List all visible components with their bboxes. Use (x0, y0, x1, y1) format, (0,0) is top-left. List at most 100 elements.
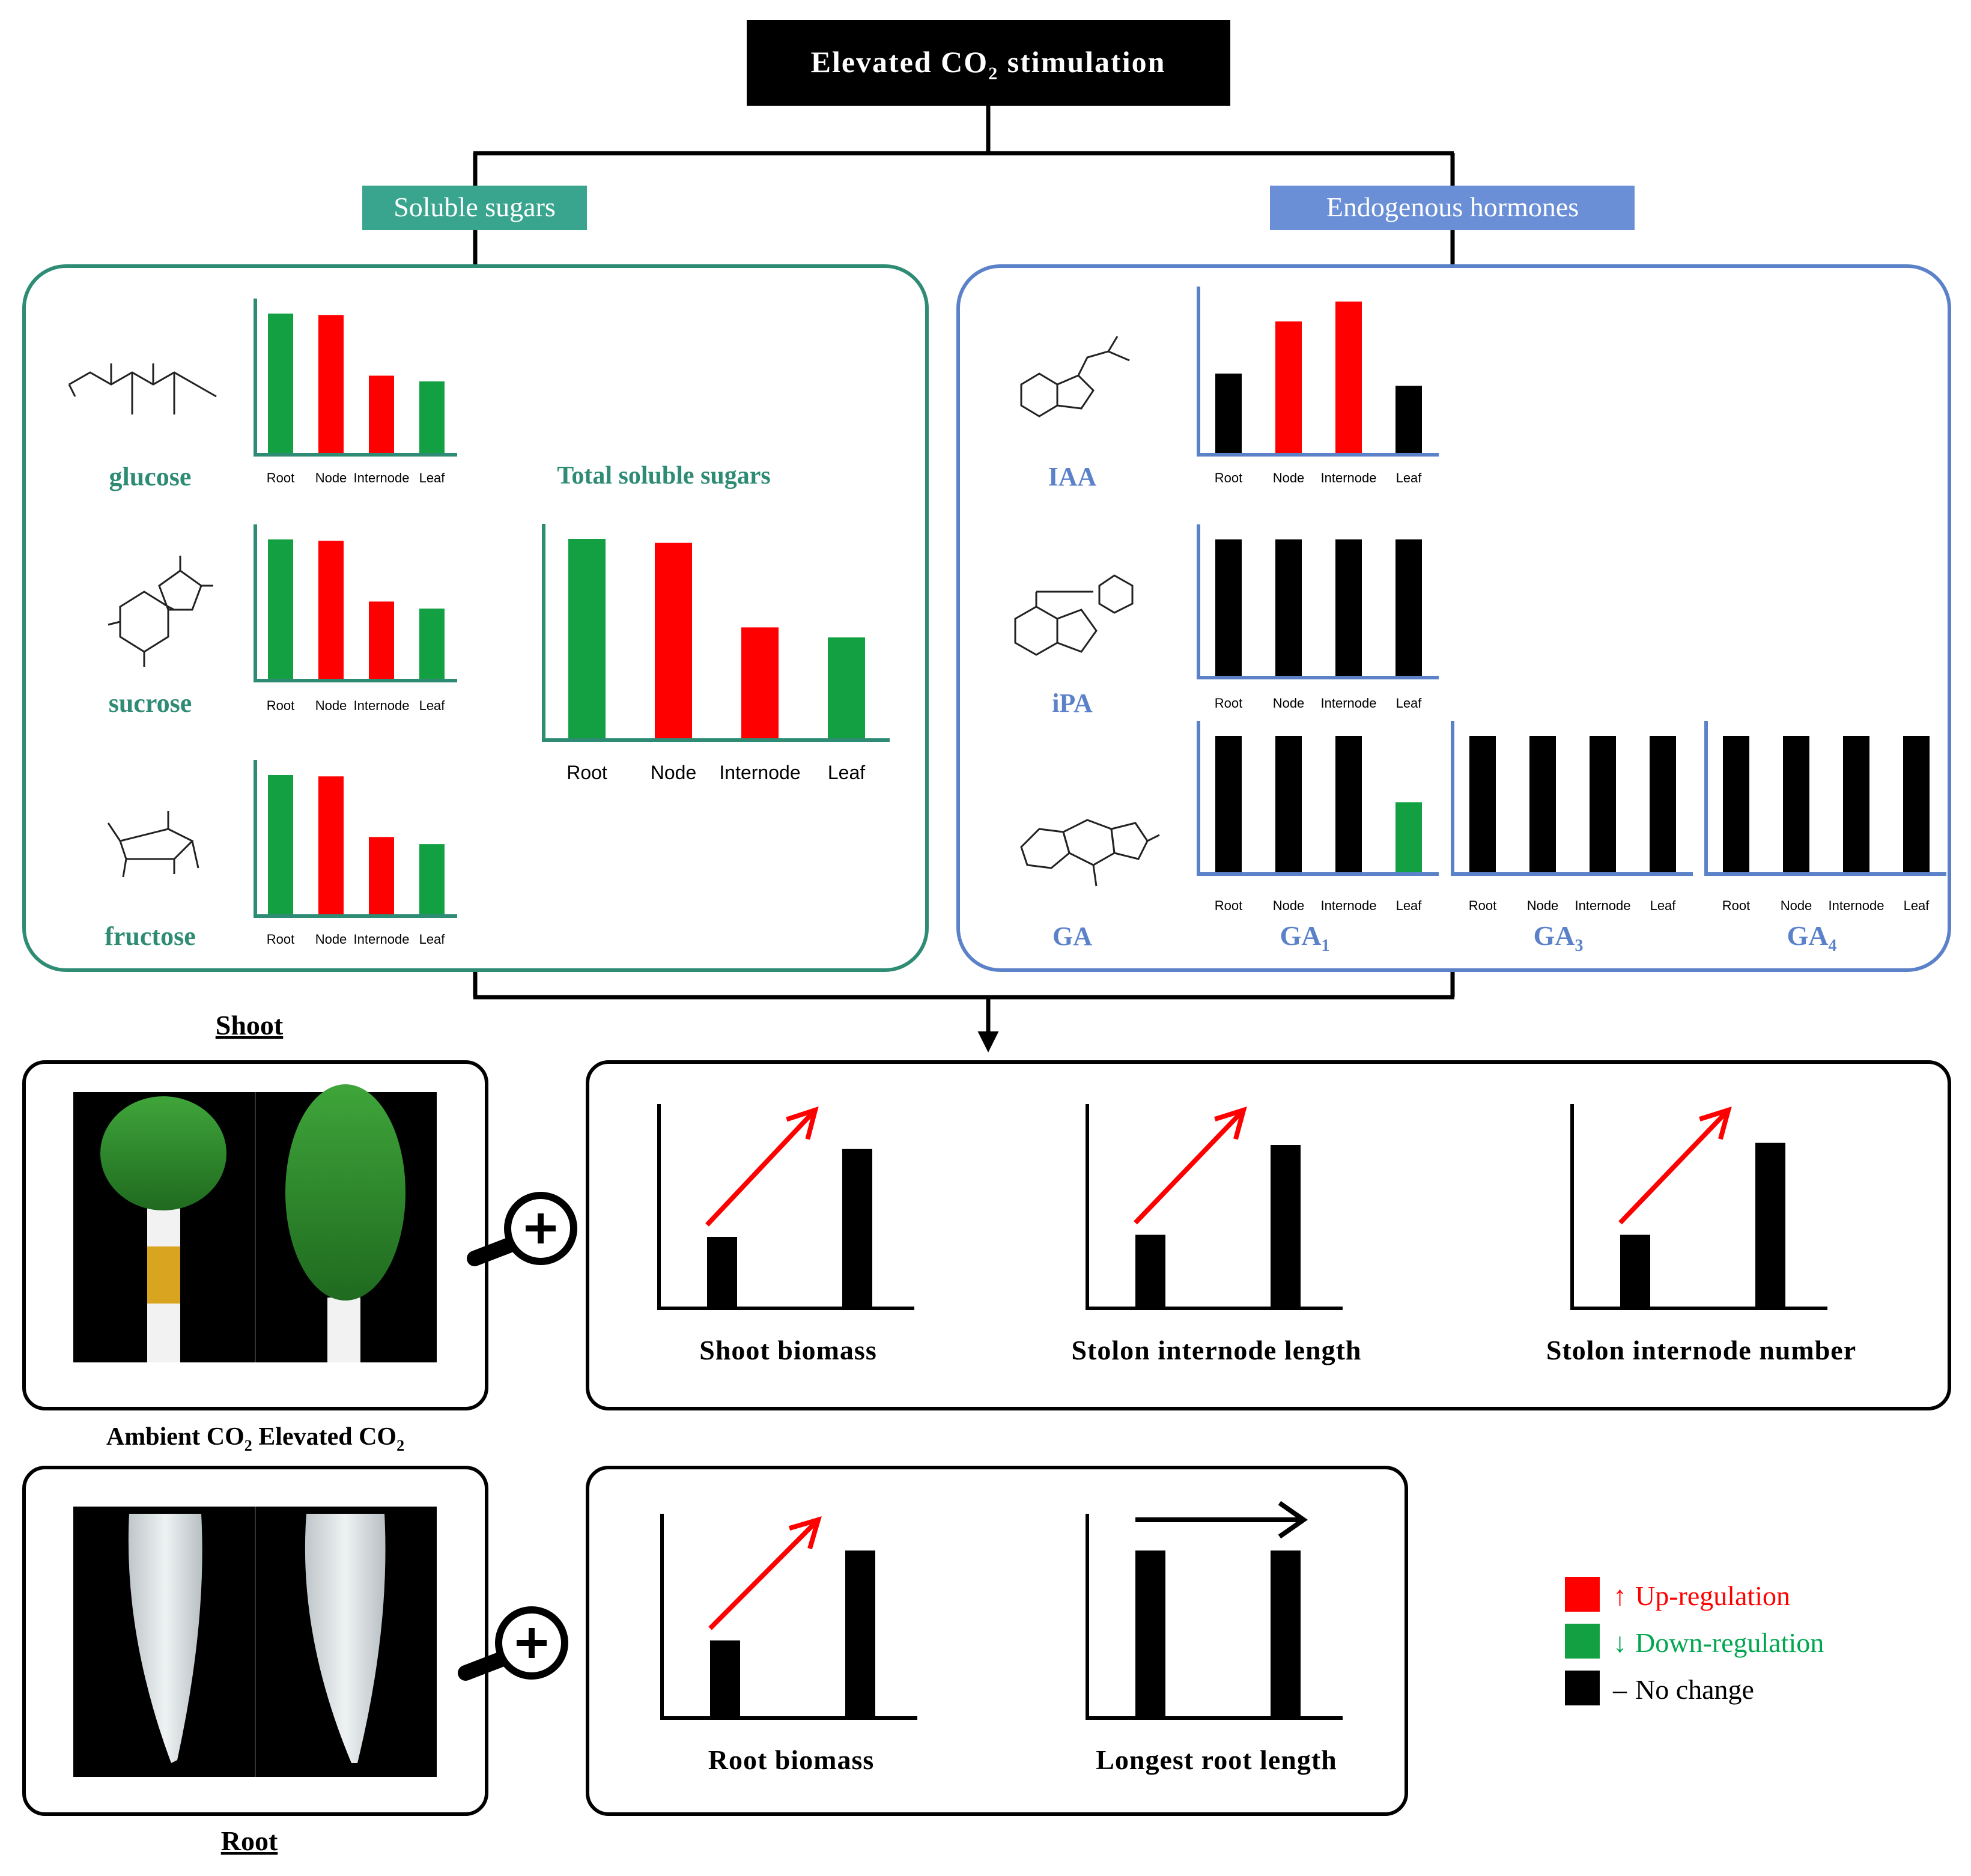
axis (657, 1104, 914, 1310)
title-text: Elevated CO (811, 45, 989, 79)
title-box: Elevated CO2 stimulation (747, 20, 1230, 106)
bar-node (1275, 321, 1302, 455)
tick-label: Internode (1321, 898, 1377, 913)
tick-label: Node (651, 762, 697, 783)
axis (254, 524, 457, 682)
bar-leaf (1395, 802, 1422, 874)
tick-label: Internode (1575, 898, 1631, 913)
trend-arrow-head (1278, 1501, 1308, 1539)
legend-none: –No change (1612, 1674, 1754, 1705)
sucrose-structure-icon (108, 556, 213, 667)
trend-arrow-up (708, 1518, 820, 1630)
bar (1271, 1550, 1301, 1718)
bar-internode (369, 375, 394, 455)
bar (710, 1640, 740, 1718)
bar-internode (741, 627, 779, 740)
root-photo (73, 1507, 437, 1777)
legend: ↑Up-regulation ↓Down-regulation –No chan… (1565, 1577, 1824, 1705)
legend-swatch-down (1565, 1624, 1600, 1659)
outcome-label: Shoot biomass (699, 1335, 876, 1365)
tick-label: Internode (1321, 470, 1377, 485)
tick-label: Internode (1321, 696, 1377, 711)
tick-label: Root (1469, 898, 1496, 913)
ga4-label: GA4 (1787, 920, 1837, 955)
ga-structure-icon (1020, 819, 1160, 887)
tick-label: Leaf (419, 470, 446, 485)
tick-label: Leaf (1396, 898, 1423, 913)
axis (1197, 287, 1439, 457)
bar-internode (1335, 302, 1362, 455)
outcome-label: Longest root length (1096, 1744, 1337, 1775)
bar-leaf (419, 609, 445, 681)
bar-node (1275, 736, 1302, 874)
outcome-label: Root biomass (708, 1744, 875, 1775)
axis (1086, 1104, 1343, 1310)
shoot-photo-frame (22, 1060, 488, 1410)
bar (1755, 1143, 1785, 1308)
bar-node (655, 542, 692, 740)
iaa-structure-icon (1020, 336, 1130, 417)
bar-internode (369, 837, 394, 916)
hormones-panel (956, 264, 1951, 972)
tick-label: Internode (354, 470, 410, 485)
outcome-label: Stolon internode number (1546, 1335, 1856, 1365)
tick-label: Leaf (1650, 898, 1677, 913)
shoot-biomass-chart: Shoot biomass (657, 1104, 914, 1365)
bar-root (268, 775, 293, 916)
bar-root (1215, 539, 1242, 678)
shoot-photo (73, 1084, 437, 1362)
bar-root (1215, 736, 1242, 874)
axis (1086, 1514, 1343, 1720)
trend-arrow-head (788, 1516, 822, 1550)
bar-internode (1335, 539, 1362, 678)
tick-label: Node (1273, 470, 1305, 485)
tick-label: Internode (354, 698, 410, 713)
ga3-label: GA3 (1534, 920, 1584, 955)
title-subscript: 2 (988, 64, 998, 83)
outcome-label: Stolon internode length (1071, 1335, 1361, 1365)
shoot-label: Shoot (216, 1010, 284, 1040)
tick-label: Leaf (419, 698, 446, 713)
root-biomass-chart: Root biomass (660, 1514, 917, 1775)
bar (1135, 1550, 1165, 1718)
tick-label: Node (315, 470, 347, 485)
magnifier-icon (467, 1192, 577, 1266)
trend-arrow-up (705, 1108, 817, 1227)
longest-root-length-chart: Longest root length (1086, 1501, 1343, 1775)
tick-label: Node (1527, 898, 1559, 913)
title-tail: stimulation (998, 45, 1165, 79)
bar-root (568, 539, 606, 740)
bar (1135, 1234, 1165, 1308)
trend-arrow-up (1618, 1108, 1730, 1225)
axis (1451, 721, 1693, 876)
bar-root (268, 314, 293, 455)
magnifier-icon (458, 1606, 568, 1681)
tick-label: Root (1215, 470, 1242, 485)
trend-arrow-head (1699, 1106, 1732, 1140)
bar-leaf (1903, 736, 1930, 874)
axis (254, 299, 457, 457)
bar-internode (1590, 736, 1616, 874)
legend-down: ↓Down-regulation (1613, 1627, 1824, 1658)
tick-label: Internode (1829, 898, 1884, 913)
tick-label: Leaf (419, 932, 446, 947)
tick-label: Internode (719, 762, 800, 783)
bar (707, 1237, 737, 1308)
bar-node (1275, 539, 1302, 678)
bar-node (1783, 736, 1809, 874)
title-connectors (473, 106, 1455, 1052)
trend-arrow-up (1134, 1108, 1245, 1225)
total-sugars-title: Total soluble sugars (557, 462, 771, 490)
bar-leaf (1395, 539, 1422, 678)
tick-label: Leaf (828, 762, 865, 783)
root-photo-frame (22, 1466, 488, 1816)
axis (1570, 1104, 1827, 1310)
bar-root (268, 539, 293, 681)
axis (1197, 721, 1439, 876)
bar-node (318, 541, 344, 681)
